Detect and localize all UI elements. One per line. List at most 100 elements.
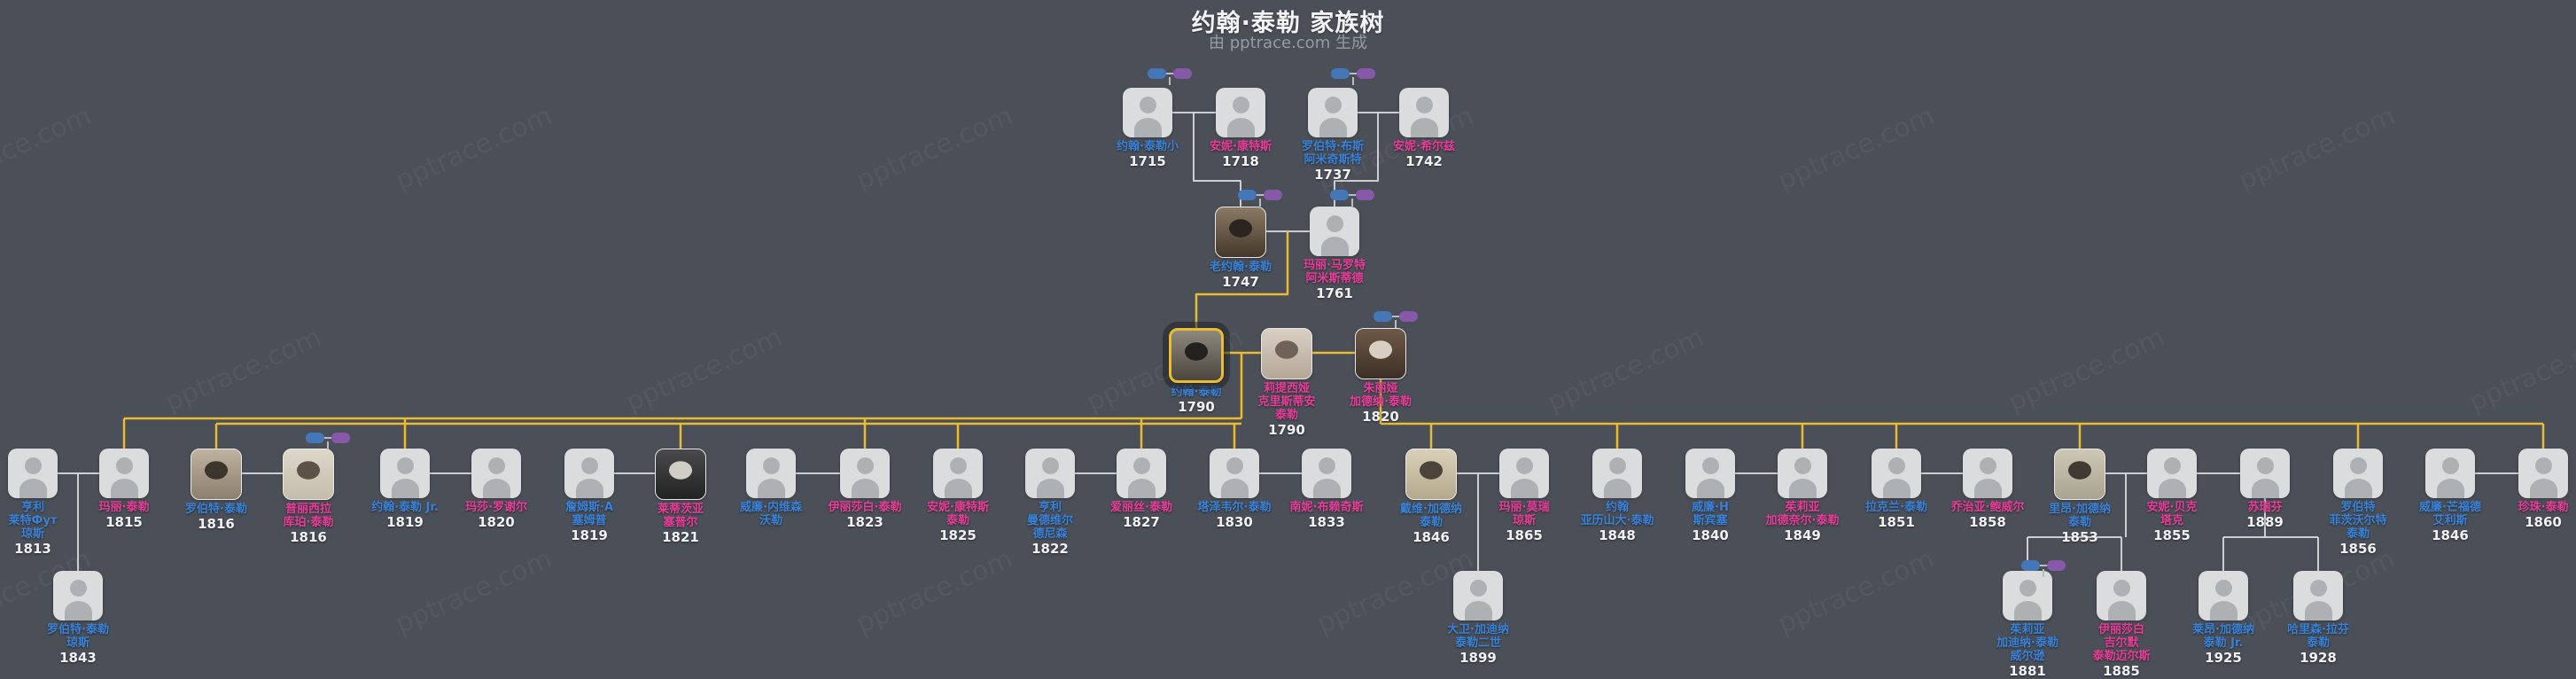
avatar-placeholder-julia-gardiner-tyler-2[interactable] — [1778, 449, 1827, 498]
avatar-placeholder-robert-booth-armistead[interactable] — [1308, 88, 1358, 137]
person-name: 爱丽丝·泰勒 — [1095, 501, 1187, 514]
avatar-placeholder-lachlan-tyler[interactable] — [1872, 449, 1921, 498]
collapsed-union-widget[interactable] — [1330, 190, 1374, 207]
avatar-placeholder-julia-gardiner-tyler-wilson[interactable] — [2003, 571, 2052, 620]
portrait-photo-david-gardiner-tyler[interactable] — [1405, 449, 1457, 500]
person-name-line: 泰勒 — [1274, 409, 1298, 422]
avatar-placeholder-john-tyler-small[interactable] — [1123, 88, 1172, 137]
person-birth-year: 1899 — [1459, 650, 1497, 666]
father-pill-icon[interactable] — [1331, 68, 1350, 79]
portrait-photo-john-tyler-sr[interactable] — [1215, 207, 1266, 258]
avatar-placeholder-john-tyler-jr[interactable] — [380, 449, 430, 498]
portrait-photo-julia-gardiner-tyler[interactable] — [1355, 328, 1406, 379]
person-name-line: 伊丽莎白·泰勒 — [828, 501, 902, 514]
collapsed-union-widget[interactable] — [1238, 190, 1282, 207]
father-pill-icon[interactable] — [1238, 190, 1257, 200]
father-pill-icon[interactable] — [1148, 68, 1166, 79]
avatar-placeholder-anne-contesse[interactable] — [1216, 88, 1265, 137]
collapsed-union-widget[interactable] — [1148, 68, 1192, 85]
person-birth-year: 1860 — [2525, 514, 2562, 530]
avatar-placeholder-pearl-tyler[interactable] — [2518, 449, 2568, 498]
person-name-line: 威廉·内维森 — [740, 501, 802, 514]
person-name: 罗伯特·布斯阿米奇斯特 — [1287, 140, 1379, 167]
avatar-placeholder-william-mumford-ellis[interactable] — [2425, 449, 2475, 498]
person-name: 莱蒂茨亚塞普尔 — [634, 503, 727, 529]
person-name-line: 茱莉亚 — [2010, 623, 2045, 636]
collapsed-union-widget[interactable] — [1374, 311, 1418, 328]
person-node-lachlan-tyler: 拉克兰·泰勒 1851 — [1850, 449, 1942, 530]
person-birth-year: 1816 — [198, 516, 235, 532]
person-name-line: 詹姆斯·A — [565, 501, 613, 514]
person-birth-year: 1928 — [2300, 650, 2337, 666]
person-birth-year: 1855 — [2153, 527, 2191, 543]
person-birth-year: 1813 — [14, 541, 51, 557]
person-birth-year: 1830 — [1216, 514, 1253, 530]
person-birth-year: 1819 — [386, 514, 424, 530]
portrait-photo-john-tyler[interactable] — [1169, 328, 1224, 383]
avatar-placeholder-harrison-ruffin-tyler[interactable] — [2293, 571, 2343, 620]
mother-pill-icon[interactable] — [2047, 560, 2066, 571]
mother-pill-icon[interactable] — [1264, 190, 1282, 200]
avatar-placeholder-david-gardiner-tyler-ii[interactable] — [1453, 571, 1503, 620]
avatar-placeholder-elizabeth-tyler[interactable] — [840, 449, 890, 498]
avatar-placeholder-tazewell-tyler[interactable] — [1210, 449, 1259, 498]
avatar-placeholder-martha-rochelle[interactable] — [471, 449, 521, 498]
person-node-robert-tyler: 罗伯特·泰勒 1816 — [170, 449, 262, 532]
person-node-robert-tyler-jones: 罗伯特·泰勒琼斯 1843 — [32, 571, 124, 666]
portrait-photo-priscilla-cooper-tyler[interactable] — [283, 449, 334, 500]
collapsed-union-widget[interactable] — [2021, 560, 2066, 577]
avatar-placeholder-henry-mandeville-denison[interactable] — [1025, 449, 1075, 498]
avatar-placeholder-anne-shields[interactable] — [1399, 88, 1449, 137]
avatar-placeholder-anne-baker-tucker[interactable] — [2147, 449, 2197, 498]
mother-pill-icon[interactable] — [1399, 311, 1418, 322]
avatar-placeholder-nannie-bridges[interactable] — [1302, 449, 1351, 498]
avatar-placeholder-lyon-gardiner-tyler-jr[interactable] — [2199, 571, 2248, 620]
avatar-placeholder-elizabeth-gilmer-tyler-miles[interactable] — [2097, 571, 2146, 620]
person-birth-year: 1819 — [571, 527, 608, 543]
avatar-placeholder-mary-marot-armistead[interactable] — [1310, 207, 1359, 256]
avatar-placeholder-henry-lightfoot-jones[interactable] — [8, 449, 58, 498]
avatar-placeholder-georgia-powell[interactable] — [1963, 449, 2012, 498]
mother-pill-icon[interactable] — [1356, 190, 1374, 200]
mother-pill-icon[interactable] — [1357, 68, 1375, 79]
person-name-line: 拉克兰·泰勒 — [1865, 501, 1927, 514]
collapsed-union-widget[interactable] — [1331, 68, 1375, 85]
father-pill-icon[interactable] — [2021, 560, 2040, 571]
person-name-line: 塔克 — [2160, 514, 2183, 527]
portrait-photo-robert-tyler[interactable] — [191, 449, 242, 500]
person-name-line: 加德奈尔·泰勒 — [1765, 514, 1840, 527]
person-name-line: 玛丽·马罗特 — [1304, 259, 1366, 272]
person-node-nannie-bridges: 南妮·布赖奇斯 1833 — [1280, 449, 1373, 530]
person-node-pearl-tyler: 珍珠·泰勒 1860 — [2497, 449, 2576, 530]
avatar-placeholder-alice-tyler[interactable] — [1117, 449, 1166, 498]
person-name: 约翰亚历山大·泰勒 — [1571, 501, 1663, 527]
person-name-line: 威廉·芒福德 — [2419, 501, 2481, 514]
collapsed-union-widget[interactable] — [306, 433, 350, 449]
avatar-placeholder-james-a-semple[interactable] — [564, 449, 614, 498]
avatar-placeholder-anne-contesse-tyler[interactable] — [933, 449, 983, 498]
avatar-placeholder-robert-fitzwalter-tyler[interactable] — [2333, 449, 2383, 498]
father-pill-icon[interactable] — [1330, 190, 1349, 200]
person-birth-year: 1822 — [1031, 541, 1069, 557]
avatar-placeholder-robert-tyler-jones[interactable] — [53, 571, 103, 620]
avatar-placeholder-john-alexander-tyler[interactable] — [1592, 449, 1642, 498]
portrait-photo-letitia-christian-tyler[interactable] — [1261, 328, 1312, 379]
mother-pill-icon[interactable] — [331, 433, 350, 443]
mother-pill-icon[interactable] — [1173, 68, 1192, 79]
avatar-placeholder-sue-ruffin[interactable] — [2240, 449, 2290, 498]
avatar-placeholder-william-h-spencer[interactable] — [1685, 449, 1735, 498]
person-name-line: 沃勒 — [759, 514, 782, 527]
father-pill-icon[interactable] — [306, 433, 324, 443]
avatar-placeholder-william-nevison-waller[interactable] — [746, 449, 796, 498]
avatar-placeholder-mary-tyler[interactable] — [99, 449, 149, 498]
portrait-photo-letitia-semple[interactable] — [655, 449, 706, 500]
person-name-line: 莱特Фут — [8, 514, 58, 527]
portrait-photo-lyon-gardiner-tyler[interactable] — [2054, 449, 2105, 500]
person-name-line: 阿米奇斯特 — [1304, 153, 1362, 167]
father-pill-icon[interactable] — [1374, 311, 1392, 322]
person-birth-year: 1833 — [1308, 514, 1345, 530]
avatar-placeholder-mary-morris-jones[interactable] — [1499, 449, 1549, 498]
person-name-line: 克里斯蒂安 — [1257, 395, 1316, 409]
person-name-line: 加迪纳·泰勒 — [1996, 636, 2058, 650]
